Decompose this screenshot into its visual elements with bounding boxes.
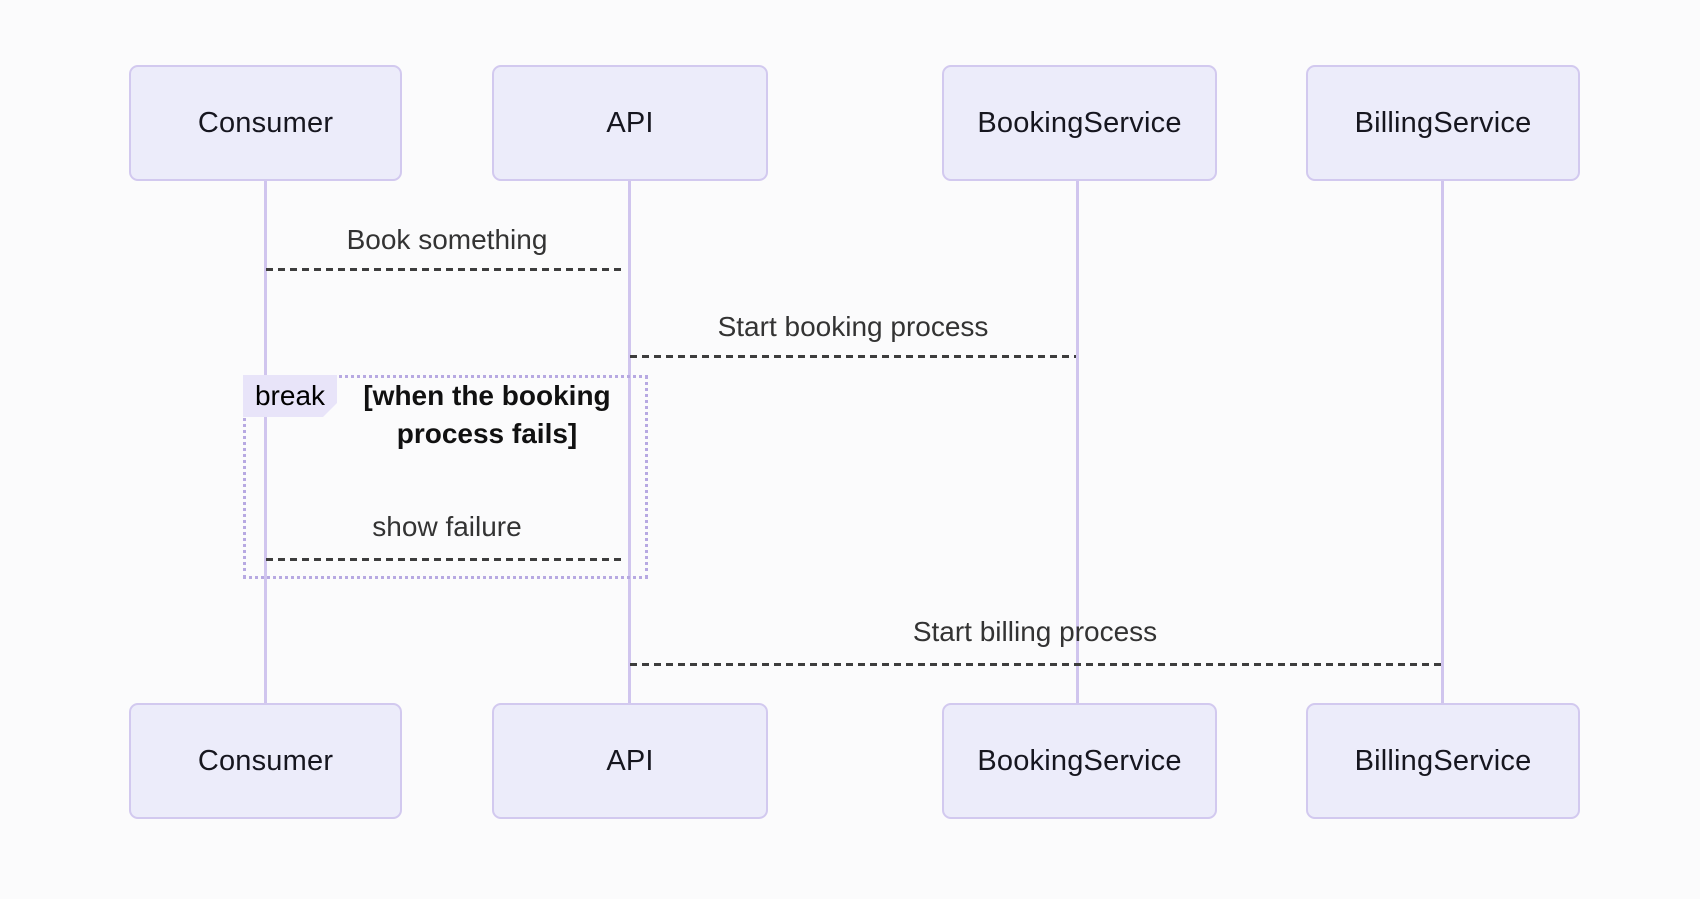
actor-label-bookingservice-top: BookingService: [977, 106, 1182, 139]
actor-label-billingservice-top: BillingService: [1354, 106, 1532, 139]
actor-box-billingservice-top: BillingService: [1306, 65, 1580, 181]
actor-label-bookingservice-bottom: BookingService: [977, 744, 1182, 777]
message-label-book-something: Book something: [346, 224, 548, 255]
lifeline-api: [628, 181, 631, 703]
message-line-start-billing-process: [630, 663, 1441, 666]
break-condition-line1: [when the booking: [363, 380, 611, 411]
message-label-start-booking-process: Start booking process: [717, 311, 989, 342]
actor-label-consumer-top: Consumer: [197, 106, 334, 139]
actor-label-consumer-bottom: Consumer: [197, 744, 334, 777]
actor-box-consumer-bottom: Consumer: [129, 703, 402, 819]
break-fragment-frame: [243, 375, 648, 579]
actor-box-consumer-top: Consumer: [129, 65, 402, 181]
actor-label-api-bottom: API: [606, 744, 654, 777]
break-condition-line2: process fails]: [396, 418, 578, 449]
actor-box-bookingservice-bottom: BookingService: [942, 703, 1217, 819]
lifeline-bookingservice: [1076, 181, 1079, 703]
lifeline-billingservice: [1441, 181, 1444, 703]
message-line-start-booking-process: [630, 355, 1076, 358]
break-keyword-text: break: [254, 380, 326, 411]
message-label-start-billing-process: Start billing process: [912, 616, 1158, 647]
actor-box-api-bottom: API: [492, 703, 768, 819]
break-fragment-condition: [when the booking process fails]: [337, 377, 637, 453]
message-label-show-failure: show failure: [372, 511, 522, 542]
actor-box-api-top: API: [492, 65, 768, 181]
message-line-show-failure: [266, 558, 624, 561]
break-fragment-keyword: break: [243, 375, 337, 417]
actor-label-billingservice-bottom: BillingService: [1354, 744, 1532, 777]
actor-label-api-top: API: [606, 106, 654, 139]
message-line-book-something: [266, 268, 624, 271]
lifeline-consumer: [264, 181, 267, 703]
actor-box-billingservice-bottom: BillingService: [1306, 703, 1580, 819]
actor-box-bookingservice-top: BookingService: [942, 65, 1217, 181]
